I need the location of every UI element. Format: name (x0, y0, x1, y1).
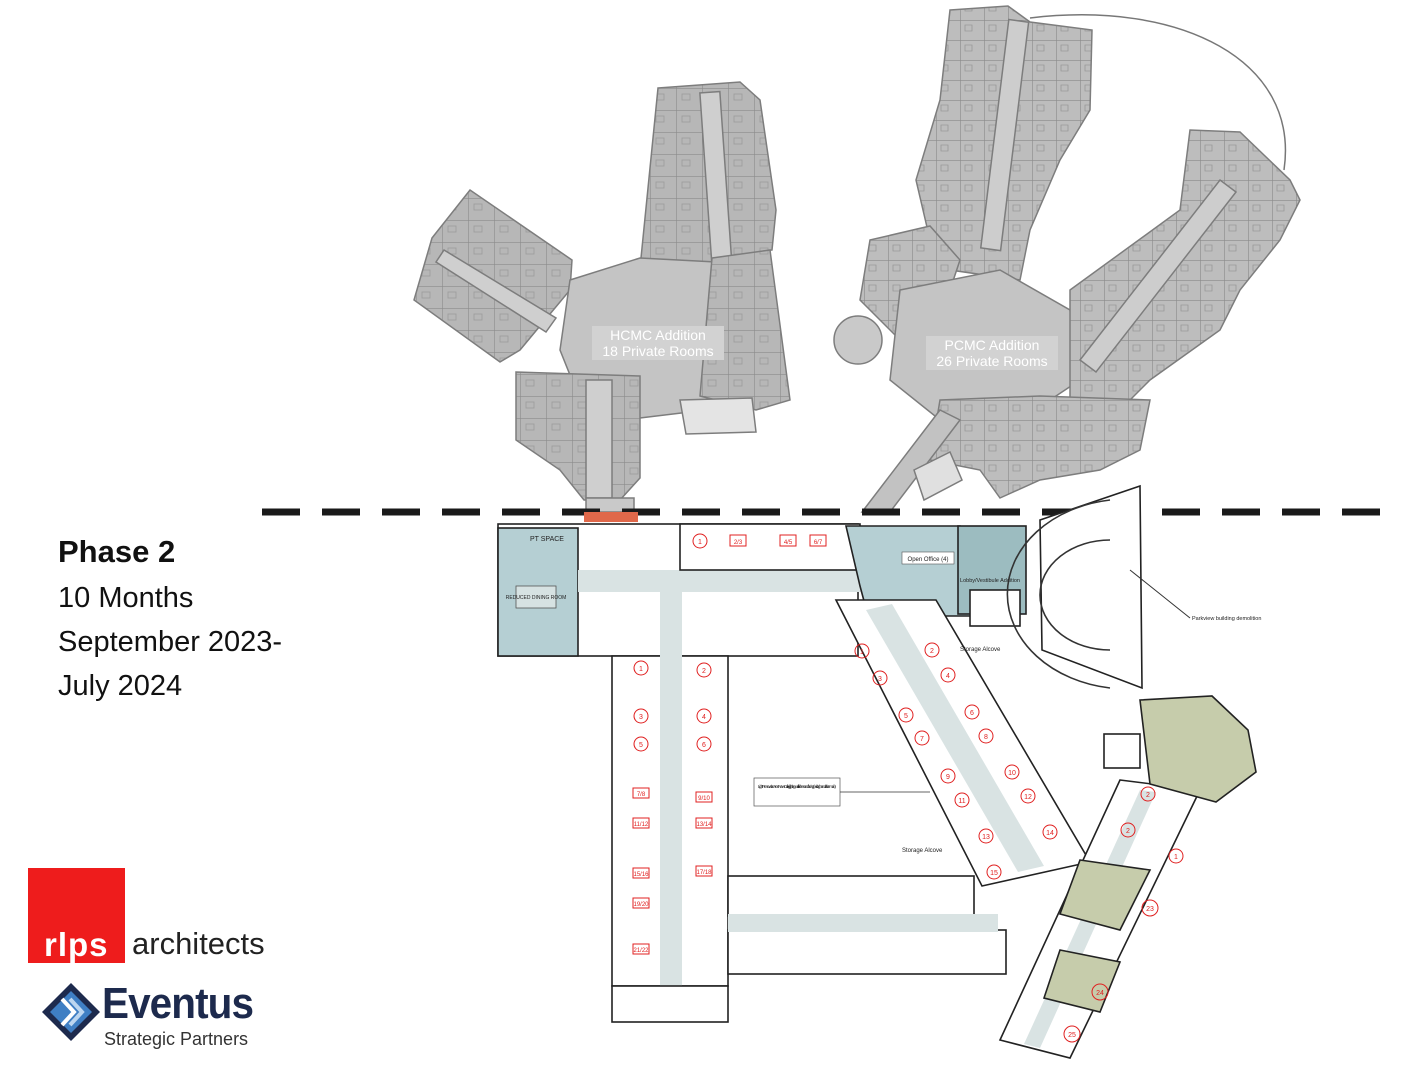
storage-alcove-label-2: Storage Alcove (902, 848, 943, 854)
room-number: 25 (1068, 1032, 1076, 1039)
room-number: 6/7 (814, 540, 823, 546)
rlps-wordmark: rlps (44, 926, 109, 963)
room-number: 1 (698, 539, 702, 546)
room-number: 17/18 (696, 870, 712, 876)
room-number: 21/22 (633, 948, 649, 954)
pcmc-label-box (926, 336, 1058, 370)
room-number: 1 (860, 649, 864, 656)
room-number: 24 (1096, 990, 1104, 997)
top-row-rooms: 1 2/3 4/5 6/7 (692, 533, 827, 549)
room-number: 2 (702, 668, 706, 675)
room-number: 2/3 (734, 540, 743, 546)
diagonal-outer-rooms: 1 3 5 7 9 11 13 15 (854, 643, 1002, 880)
hcmc-addition-plan (413, 81, 791, 513)
east-wing-rooms: 2 2 1 23 24 25 (1063, 786, 1184, 1043)
link-patch (584, 512, 638, 522)
room-number: 14 (1046, 830, 1054, 837)
room-number: 6 (970, 710, 974, 717)
renovation-note-box (753, 777, 841, 807)
room-number: 7/8 (637, 792, 646, 798)
hcmc-addition-rooms: 18 Private Rooms (602, 343, 713, 359)
room-number: 1 (639, 666, 643, 673)
phase-duration: 10 Months (58, 582, 194, 614)
room-number: 3 (878, 676, 882, 683)
pcmc-addition-plan (833, 5, 1301, 513)
room-number: 6 (702, 742, 706, 749)
open-office-box (901, 551, 955, 565)
room-number: 2 (1126, 828, 1130, 835)
room-number: 11 (958, 798, 965, 805)
room-number: 13/14 (696, 822, 712, 828)
rlps-red-square: rlps (28, 868, 125, 963)
room-number: 9/10 (698, 796, 710, 802)
left-inner-rooms: 2 4 6 9/10 13/14 17/18 (695, 662, 713, 877)
reduced-dining-box (515, 585, 557, 609)
phase-info: Phase 2 10 Months September 2023- July 2… (58, 534, 282, 708)
room-number: 2 (1146, 792, 1150, 799)
room-number: 7 (920, 736, 924, 743)
room-number: 2 (930, 648, 934, 655)
pcmc-addition-rooms: 26 Private Rooms (936, 353, 1047, 369)
hcmc-label-box (592, 326, 724, 360)
room-number: 15 (990, 870, 998, 877)
rlps-architects-text: architects (132, 926, 265, 961)
pt-space-label: PT SPACE (530, 536, 564, 543)
phase-dates-end: July 2024 (58, 670, 183, 702)
renovation-note: Light Renovation Area: New Ceiling, ligh… (758, 784, 836, 790)
room-number: 5 (639, 742, 643, 749)
room-number: 11/12 (634, 822, 649, 828)
main-building-plan (497, 484, 1257, 1059)
room-number: 12 (1024, 794, 1032, 801)
room-number: 9 (946, 774, 950, 781)
reduced-dining-label: REDUCED DINING ROOM (506, 595, 567, 601)
phase-title: Phase 2 (58, 534, 176, 569)
room-number: 19/20 (633, 902, 649, 908)
room-number: 1 (1174, 854, 1178, 861)
room-number: 4/5 (784, 540, 793, 546)
lobby-label: Lobby/Vestibule Addition (960, 578, 1020, 584)
room-number: 23 (1146, 906, 1154, 913)
room-number: 15/16 (633, 872, 649, 878)
room-number: 4 (946, 673, 950, 680)
phase-dates-start: September 2023- (58, 626, 283, 658)
rlps-logo: rlps architects (28, 868, 265, 963)
hcmc-addition-name: HCMC Addition (610, 327, 706, 343)
room-number: 5 (904, 713, 908, 720)
diagonal-inner-rooms: 2 4 6 8 10 12 14 (924, 642, 1058, 840)
room-number: 4 (702, 714, 706, 721)
room-number: 3 (639, 714, 643, 721)
room-number: 8 (984, 734, 988, 741)
eventus-wordmark: Eventus (102, 979, 254, 1028)
storage-alcove-label-1: Storage Alcove (960, 647, 1001, 653)
demolition-leader (1129, 569, 1191, 619)
room-number: 13 (982, 834, 990, 841)
eventus-diamond-icon (42, 983, 100, 1041)
parkview-demolition-label: Parkview building demolition (1192, 616, 1261, 622)
eventus-tagline: Strategic Partners (104, 1029, 249, 1049)
room-number: 10 (1008, 770, 1016, 777)
pcmc-path-arc (1029, 14, 1287, 171)
left-outer-rooms: 1 3 5 7/8 11/12 15/16 19/20 21/22 (632, 660, 650, 955)
open-office-label: Open Office (4) (908, 557, 949, 563)
pcmc-addition-name: PCMC Addition (945, 337, 1040, 353)
